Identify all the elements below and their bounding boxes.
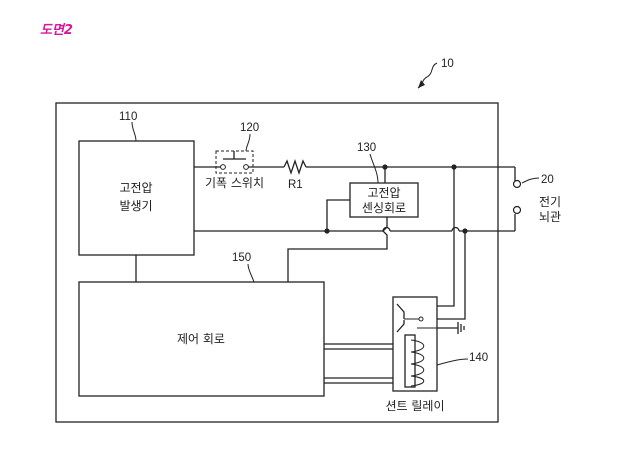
detonation-switch-terminal-left xyxy=(221,165,226,170)
generator-leader-line xyxy=(132,122,136,141)
generator-label-line1: 고전압 xyxy=(119,181,152,195)
relay-wire-top-line xyxy=(437,167,454,306)
switch-label: 기폭 스위치 xyxy=(205,176,264,190)
sensing-label-line2: 센싱회로 xyxy=(362,201,406,215)
relay-contact-pivot xyxy=(419,317,423,321)
relay-leader-line xyxy=(437,359,468,365)
detonation-switch-terminal-right xyxy=(244,165,249,170)
resistor-r1 xyxy=(284,161,306,173)
control-leader-line xyxy=(248,264,254,282)
bottom-wire-crossover-2 xyxy=(452,228,459,232)
detonator-label-line2: 뇌관 xyxy=(539,210,561,224)
detonator-label-line1: 전기 xyxy=(539,195,561,209)
switch-leader-line xyxy=(246,134,250,151)
sensing-label-line1: 고전압 xyxy=(367,186,400,200)
detonator-terminal-top xyxy=(514,181,521,188)
generator-label-line2: 발생기 xyxy=(119,199,152,213)
system-ref-label: 10 xyxy=(441,58,454,70)
sensing-bottom-lead xyxy=(327,200,350,231)
control-label: 제어 회로 xyxy=(177,332,225,346)
sensing-ref-label: 130 xyxy=(357,142,376,154)
relay-label: 션트 릴레이 xyxy=(385,399,444,413)
sensing-output-wire xyxy=(288,217,387,282)
detonator-leader-line xyxy=(522,178,539,183)
generator-ref-label: 110 xyxy=(119,111,137,123)
relay-coil-core xyxy=(405,335,415,387)
switch-ref-label: 120 xyxy=(240,122,259,134)
control-ref-label: 150 xyxy=(232,252,251,264)
relay-ref-label: 140 xyxy=(469,352,488,364)
high-voltage-generator-block xyxy=(79,141,194,255)
detonator-terminal-bottom xyxy=(514,207,521,214)
sensing-leader-line xyxy=(370,154,378,183)
system-arrowhead xyxy=(418,80,425,88)
figure-title: 도면2 xyxy=(40,23,73,38)
resistor-label: R1 xyxy=(288,179,303,191)
detonator-ref-label: 20 xyxy=(541,174,554,186)
